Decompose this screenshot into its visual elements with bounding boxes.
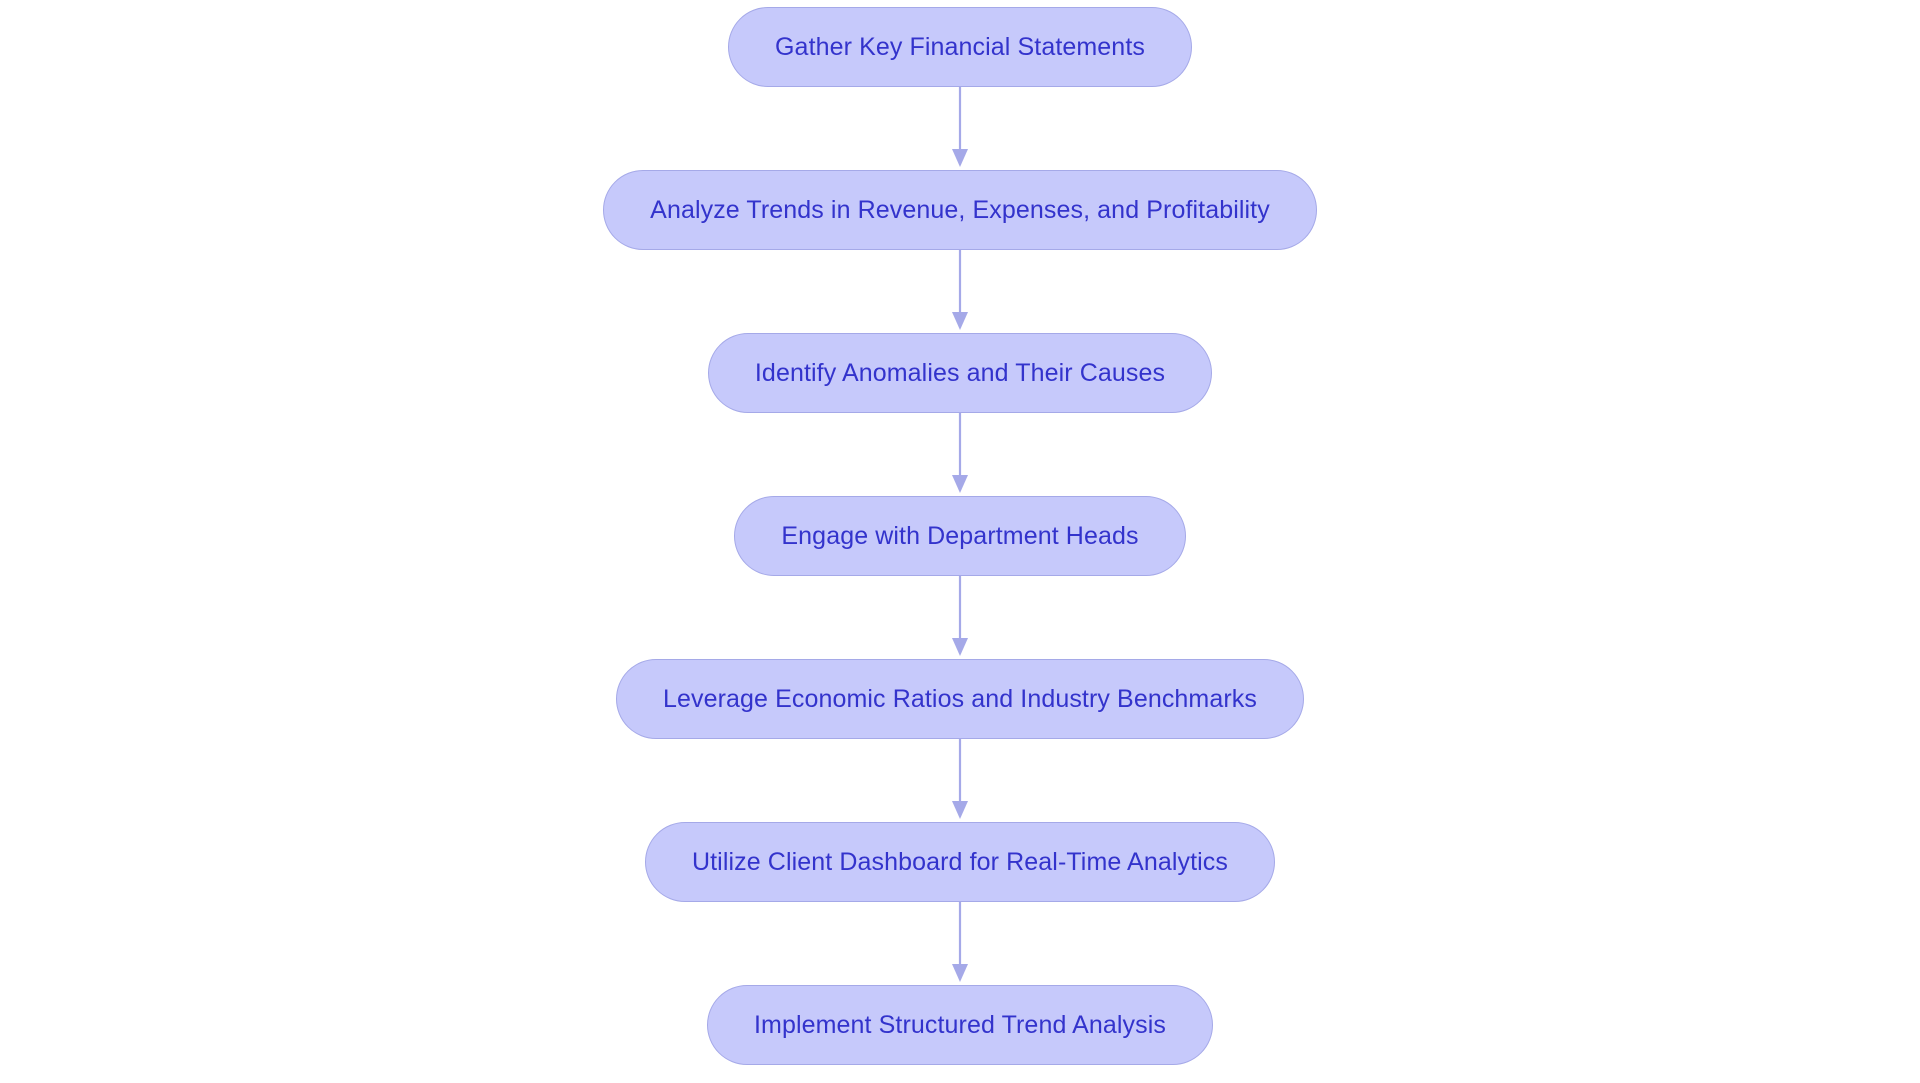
flowchart-node-7[interactable]: Implement Structured Trend Analysis bbox=[706, 985, 1214, 1065]
flowchart-node-5[interactable]: Leverage Economic Ratios and Industry Be… bbox=[616, 659, 1304, 739]
flowchart-node-3-label: Identify Anomalies and Their Causes bbox=[754, 358, 1166, 387]
flowchart-node-2-label: Analyze Trends in Revenue, Expenses, and… bbox=[650, 195, 1270, 224]
flowchart-node-4[interactable]: Engage with Department Heads bbox=[734, 496, 1186, 576]
flowchart-node-6-label: Utilize Client Dashboard for Real-Time A… bbox=[691, 847, 1228, 876]
flowchart-edge-3-to-4 bbox=[952, 413, 968, 493]
flowchart-node-6[interactable]: Utilize Client Dashboard for Real-Time A… bbox=[644, 822, 1275, 902]
flowchart-node-2[interactable]: Analyze Trends in Revenue, Expenses, and… bbox=[603, 170, 1317, 250]
flowchart-node-3[interactable]: Identify Anomalies and Their Causes bbox=[707, 333, 1213, 413]
flowchart-node-7-label: Implement Structured Trend Analysis bbox=[753, 1010, 1167, 1039]
flowchart-node-1-label: Gather Key Financial Statements bbox=[775, 32, 1145, 61]
flowchart-node-4-label: Engage with Department Heads bbox=[781, 521, 1139, 550]
flowchart-edge-2-to-3 bbox=[952, 250, 968, 330]
flowchart-edge-1-to-2 bbox=[952, 87, 968, 167]
flowchart-edge-4-to-5 bbox=[952, 576, 968, 656]
flowchart-edge-6-to-7 bbox=[952, 902, 968, 982]
flowchart-node-1[interactable]: Gather Key Financial Statements bbox=[728, 7, 1192, 87]
flowchart-edge-5-to-6 bbox=[952, 739, 968, 819]
flowchart-node-5-label: Leverage Economic Ratios and Industry Be… bbox=[663, 684, 1257, 713]
